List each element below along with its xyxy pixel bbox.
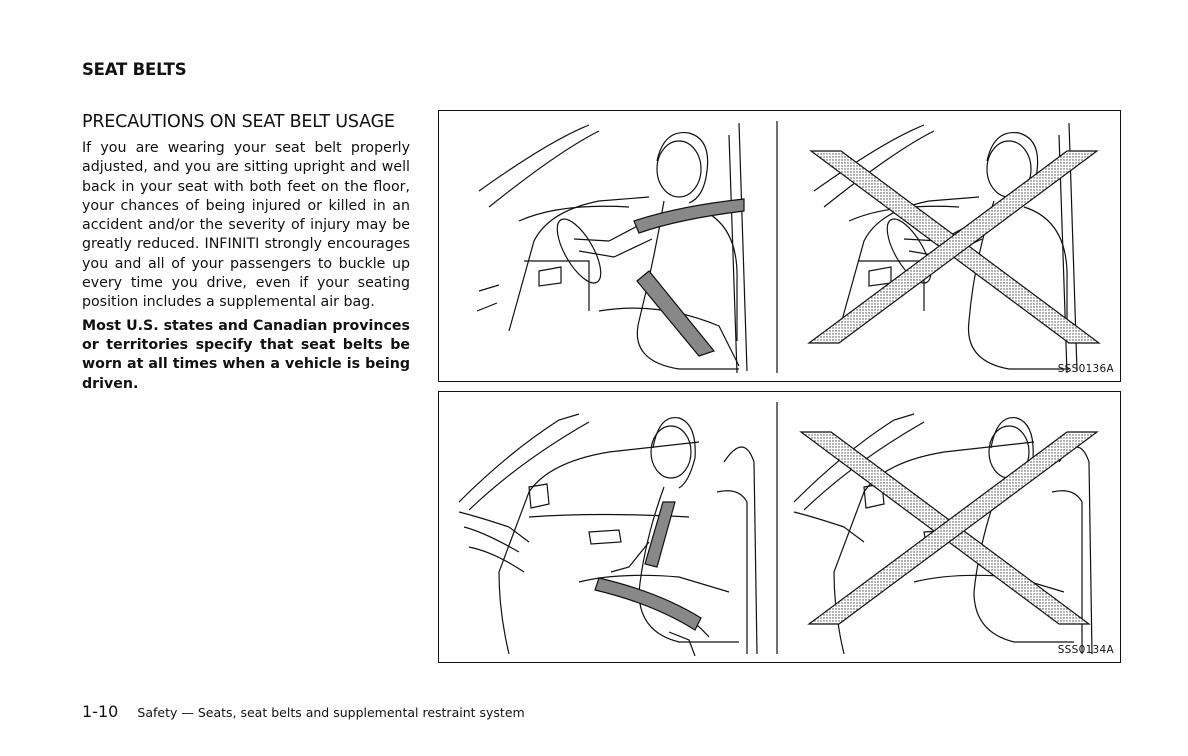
subsection-title: PRECAUTIONS ON SEAT BELT USAGE (82, 112, 395, 132)
page-footer: 1-10 Safety — Seats, seat belts and supp… (82, 702, 525, 721)
figure-passenger-seat-position: SSS0134A (438, 391, 1121, 663)
figure-driver-seat-position: SSS0136A (438, 110, 1121, 382)
paragraph-intro: If you are wearing your seat belt proper… (82, 140, 410, 311)
body-text: If you are wearing your seat belt proper… (82, 139, 410, 398)
figure-driver-illustration (476, 121, 1101, 374)
section-title: SEAT BELTS (82, 60, 187, 79)
figure-passenger-illustration (458, 402, 1099, 657)
driver-correct-panel (476, 122, 748, 374)
footer-section-title: Safety — Seats, seat belts and supplemen… (137, 705, 525, 720)
figure-code: SSS0134A (1057, 644, 1114, 656)
page-number: 1-10 (82, 702, 119, 721)
figure-code: SSS0136A (1057, 363, 1114, 375)
paragraph-legal-note: Most U.S. states and Canadian provinces … (82, 317, 410, 392)
passenger-correct-panel (458, 413, 758, 657)
